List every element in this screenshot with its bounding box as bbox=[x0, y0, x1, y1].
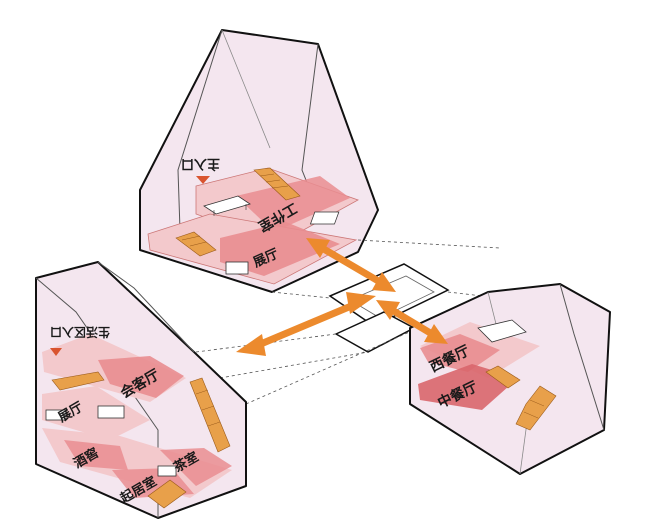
top-volume: 主入口 工作室 展厅 bbox=[139, 29, 379, 293]
stair-icon bbox=[189, 377, 231, 453]
table-icon bbox=[309, 211, 340, 225]
connector-bridge bbox=[195, 239, 501, 405]
double-arrow-icon bbox=[306, 238, 396, 292]
top-entrance-label: 主入口 bbox=[181, 156, 220, 172]
top-volume-ridge bbox=[177, 29, 223, 231]
right-volume: 西餐厅 中餐厅 bbox=[409, 283, 611, 475]
top-upper-floor-accent bbox=[236, 176, 350, 232]
left-volume-ridge bbox=[97, 261, 195, 353]
left-floor-mid bbox=[42, 386, 150, 440]
stair-icon bbox=[175, 231, 217, 257]
double-arrow-icon bbox=[236, 292, 376, 356]
left-volume: 生活区入口 会客厅 展厅 酒窖 茶室 起居室 bbox=[35, 261, 247, 519]
double-arrow-icon bbox=[376, 300, 448, 344]
table-icon bbox=[477, 319, 527, 343]
stair-icon bbox=[51, 371, 105, 391]
left-floor-bottom-accent bbox=[160, 448, 232, 486]
table-icon bbox=[203, 195, 251, 216]
left-floor-top-accent bbox=[98, 356, 184, 398]
table-icon bbox=[225, 261, 249, 275]
stair-icon bbox=[485, 365, 521, 389]
top-volume-ridge bbox=[221, 29, 271, 149]
right-floor-upper-accent bbox=[420, 334, 500, 372]
table-icon bbox=[97, 405, 125, 419]
left-entrance-label: 生活区入口 bbox=[50, 325, 110, 340]
stair-icon bbox=[147, 479, 187, 509]
table-icon bbox=[157, 465, 177, 477]
stair-icon bbox=[253, 167, 301, 201]
entrance-marker-icon bbox=[50, 348, 62, 356]
table-icon bbox=[45, 409, 67, 421]
top-lower-floor-accent bbox=[220, 222, 340, 276]
entrance-marker-icon bbox=[196, 176, 210, 184]
right-volume-ridge bbox=[559, 283, 605, 431]
stair-icon bbox=[515, 385, 557, 431]
left-floor-bottom-accent bbox=[64, 440, 128, 470]
